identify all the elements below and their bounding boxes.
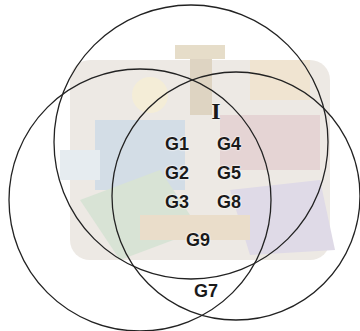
group-label: G8: [217, 193, 241, 211]
group-label: G4: [217, 135, 241, 153]
group-label: G2: [165, 164, 189, 182]
group-label: G7: [194, 282, 218, 300]
group-label: G1: [165, 135, 189, 153]
group-label: G9: [186, 231, 210, 249]
group-label: G3: [165, 193, 189, 211]
group-label: I: [211, 99, 220, 123]
group-label: G5: [217, 164, 241, 182]
